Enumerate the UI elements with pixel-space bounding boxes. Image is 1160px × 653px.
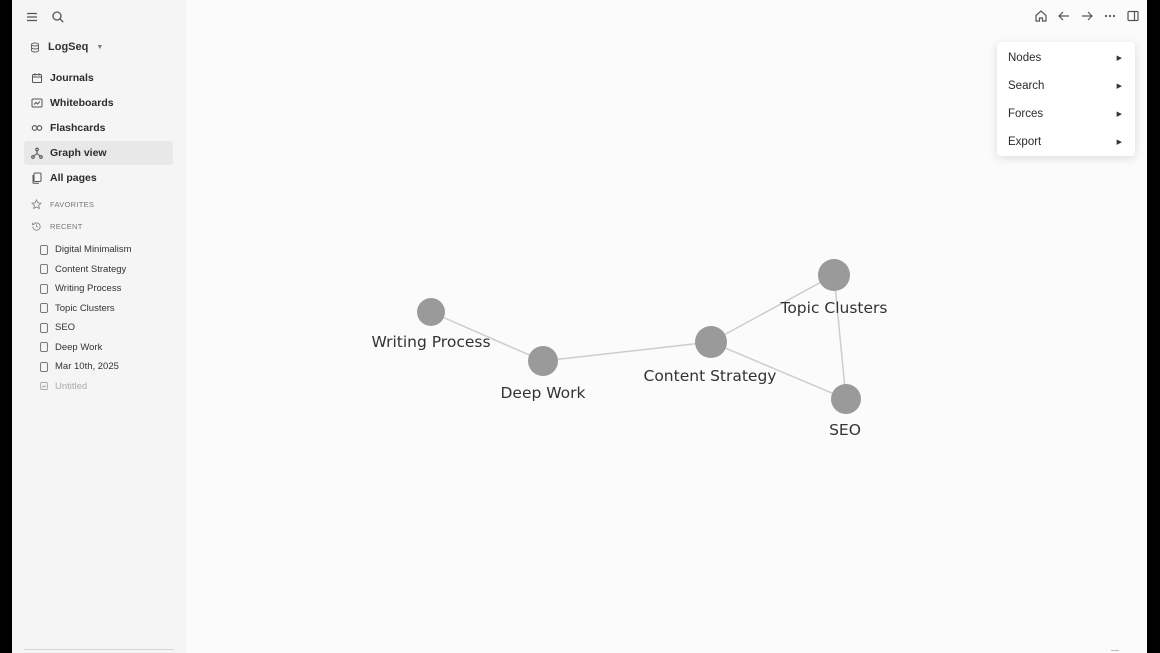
recent-item-content-strategy[interactable]: Content Strategy [40,260,132,280]
menu-icon[interactable] [24,9,40,25]
sidebar-item-all-pages[interactable]: All pages [24,166,173,190]
recent-item-label: Content Strategy [55,263,127,275]
favorites-label: FAVORITES [50,199,95,209]
recent-item-label: Mar 10th, 2025 [55,361,119,373]
page-icon [40,283,48,294]
arrow-right-icon[interactable] [1079,8,1095,24]
graph-node-label: Topic Clusters [779,299,887,317]
caret-right-icon: ▶ [1116,111,1122,118]
pages-icon [32,172,42,184]
infinity-icon [31,125,43,131]
menu-item-label: Search [1008,80,1045,92]
calendar-icon [32,73,42,83]
recent-item-untitled[interactable]: Untitled [40,377,132,397]
arrow-left-icon[interactable] [1056,8,1072,24]
home-icon[interactable] [1033,8,1049,24]
star-icon [31,198,42,209]
page-icon [40,342,48,353]
page-icon [40,264,48,275]
sidebar-toolbar [24,8,66,26]
graph-edges [430,274,847,400]
left-sidebar: LogSeq ▼ Journals Whiteboards Flashcards… [12,0,186,653]
graph-node-writing[interactable] [417,298,445,326]
database-icon [31,42,39,53]
sidebar-item-graph-view[interactable]: Graph view [24,141,173,165]
graph-node-content[interactable] [695,326,727,358]
recent-header[interactable]: RECENT [31,219,83,233]
menu-item-nodes[interactable]: Nodes ▶ [997,44,1135,72]
caret-right-icon: ▶ [1116,55,1122,62]
menu-item-forces[interactable]: Forces ▶ [997,100,1135,128]
page-icon [40,322,48,333]
graph-node-label: Deep Work [500,384,585,402]
right-sidebar-toggle-icon[interactable] [1125,8,1141,24]
sidebar-nav: Journals Whiteboards Flashcards Graph vi… [24,66,173,191]
hierarchy-icon [31,147,43,159]
recent-label: RECENT [50,221,83,231]
whiteboard-icon [31,98,43,108]
page-icon [40,244,48,255]
graph-edge-topic-seo [833,274,847,400]
menu-item-label: Export [1008,136,1042,148]
caret-right-icon: ▶ [1116,139,1122,146]
search-icon[interactable] [50,9,66,25]
page-icon [40,361,48,372]
sidebar-item-label: Whiteboards [50,97,114,109]
recent-item-label: Writing Process [55,283,122,295]
header-actions [1033,8,1141,24]
sidebar-item-journals[interactable]: Journals [24,66,173,90]
chevron-down-icon: ▼ [96,43,104,51]
scroll-indicator [1111,650,1119,653]
graph-node-label: Writing Process [371,333,490,351]
graph-switcher[interactable]: LogSeq ▼ [30,38,103,56]
graph-node-deep[interactable] [528,346,558,376]
sidebar-item-label: All pages [50,172,97,184]
menu-item-export[interactable]: Export ▶ [997,128,1135,156]
menu-item-search[interactable]: Search ▶ [997,72,1135,100]
graph-node-label: Content Strategy [644,367,777,385]
graph-edge-content-topic [710,274,835,343]
history-icon [32,221,41,231]
page-icon [40,303,48,314]
graph-edge-writing-deep [430,311,544,362]
recent-item-deep-work[interactable]: Deep Work [40,338,132,358]
sidebar-item-label: Journals [50,72,94,84]
sidebar-item-flashcards[interactable]: Flashcards [24,116,173,140]
recent-item-digital-minimalism[interactable]: Digital Minimalism [40,240,132,260]
graph-name: LogSeq [48,41,89,53]
sidebar-item-label: Flashcards [50,122,106,134]
logseq-window: LogSeq ▼ Journals Whiteboards Flashcards… [12,0,1147,653]
menu-item-label: Forces [1008,108,1044,120]
recent-item-seo[interactable]: SEO [40,318,132,338]
recent-list: Digital Minimalism Content Strategy Writ… [40,240,132,396]
recent-item-label: Untitled [55,380,88,392]
caret-right-icon: ▶ [1116,83,1122,90]
favorites-header[interactable]: FAVORITES [31,197,94,211]
graph-edge-content-seo [710,341,847,400]
graph-settings-menu: Nodes ▶ Search ▶ Forces ▶ Export ▶ [997,42,1135,156]
graph-node-label: SEO [829,421,861,439]
recent-item-label: Topic Clusters [55,302,115,314]
sidebar-item-label: Graph view [50,147,107,159]
recent-item-label: Digital Minimalism [55,244,132,256]
graph-node-topic[interactable] [818,259,850,291]
sidebar-item-whiteboards[interactable]: Whiteboards [24,91,173,115]
recent-item-label: SEO [55,322,76,334]
menu-item-label: Nodes [1008,52,1042,64]
recent-item-journal-date[interactable]: Mar 10th, 2025 [40,357,132,377]
recent-item-label: Deep Work [55,341,103,353]
graph-edge-deep-content [542,341,712,362]
recent-item-writing-process[interactable]: Writing Process [40,279,132,299]
graph-node-seo[interactable] [831,384,861,414]
whiteboard-icon [40,382,48,391]
more-icon[interactable] [1102,8,1118,24]
recent-item-topic-clusters[interactable]: Topic Clusters [40,299,132,319]
sidebar-footer-edge [24,649,174,653]
